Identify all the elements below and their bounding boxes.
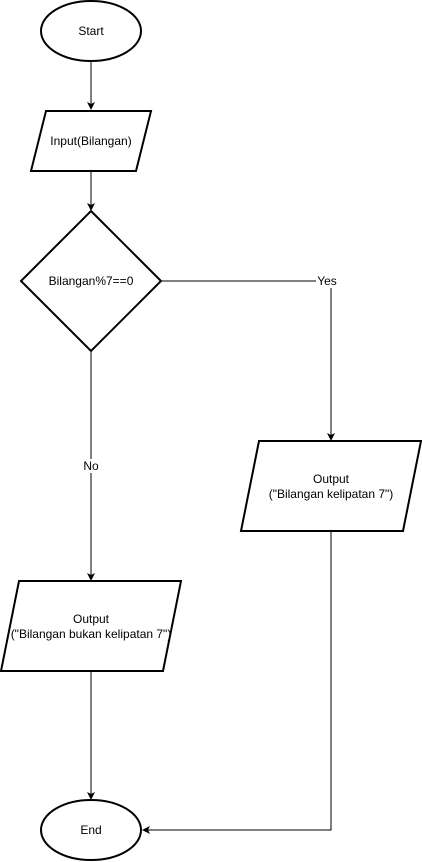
decision-node[interactable]: Bilangan%7==0	[19, 209, 163, 353]
output-yes-data-node[interactable]: Output ("Bilangan kelipatan 7")	[239, 440, 422, 532]
input-label: Input(Bilangan)	[50, 134, 131, 148]
edge-output-yes-to-end	[142, 531, 332, 834]
decision-label: Bilangan%7==0	[49, 274, 134, 288]
output-no-label-line-2: ("Bilangan bukan kelipatan 7")	[11, 627, 172, 641]
edge-label-no-text: No	[83, 459, 99, 473]
end-terminator[interactable]: End	[40, 799, 142, 861]
output-no-data-node[interactable]: Output ("Bilangan bukan kelipatan 7")	[0, 580, 183, 672]
start-label: Start	[78, 24, 104, 38]
input-data-node[interactable]: Input(Bilangan)	[29, 110, 153, 172]
output-yes-label-line-1: Output	[313, 472, 350, 486]
edges: Yes No	[82, 61, 338, 834]
edge-label-yes: Yes	[316, 274, 338, 288]
edge-label-no: No	[82, 459, 100, 473]
start-terminator[interactable]: Start	[40, 0, 142, 62]
output-yes-label-line-2: ("Bilangan kelipatan 7")	[269, 487, 394, 501]
edge-decision-yes	[161, 280, 335, 441]
edge-label-yes-text: Yes	[317, 274, 337, 288]
output-no-label-line-1: Output	[73, 612, 110, 626]
end-label: End	[80, 823, 101, 837]
